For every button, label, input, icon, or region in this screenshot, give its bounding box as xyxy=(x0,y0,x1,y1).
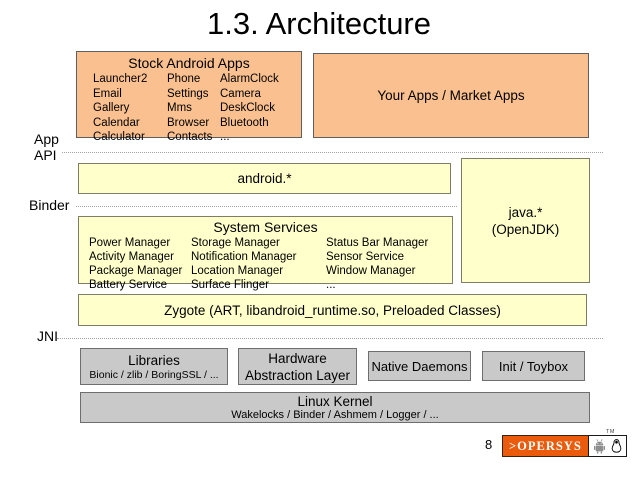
service-item: Power Manager xyxy=(89,237,171,249)
label-app-api: App API xyxy=(34,131,59,163)
separator-app-api xyxy=(62,152,603,153)
service-item: Package Manager xyxy=(89,265,183,277)
service-item: ... xyxy=(326,279,336,291)
init-toybox-box: Init / Toybox xyxy=(482,351,585,381)
system-services-column-1: Power Manager Activity Manager Package M… xyxy=(89,236,191,292)
service-item: Status Bar Manager xyxy=(326,237,429,249)
libraries-box: Libraries Bionic / zlib / BoringSSL / ..… xyxy=(80,348,228,385)
init-toybox-title: Init / Toybox xyxy=(498,358,569,374)
app-item: Mms xyxy=(167,102,192,115)
app-item: Browser xyxy=(167,116,210,129)
your-apps-title: Your Apps / Market Apps xyxy=(377,88,525,103)
app-item: Contacts xyxy=(167,131,213,144)
tux-penguin-icon xyxy=(611,439,622,453)
android-api-title: android.* xyxy=(237,171,292,186)
app-item: Bluetooth xyxy=(220,116,269,129)
linux-kernel-box: Linux Kernel Wakelocks / Binder / Ashmem… xyxy=(80,392,590,423)
app-item: Camera xyxy=(220,87,261,100)
android-robot-icon xyxy=(593,439,605,454)
linux-kernel-subtitle: Wakelocks / Binder / Ashmem / Logger / .… xyxy=(231,408,439,421)
libraries-title: Libraries xyxy=(128,352,180,368)
app-item: AlarmClock xyxy=(220,73,279,85)
android-api-box: android.* xyxy=(78,163,451,194)
app-item: Gallery xyxy=(93,102,130,115)
app-item: Phone xyxy=(167,73,201,85)
system-services-column-3: Status Bar Manager Sensor Service Window… xyxy=(326,236,446,292)
app-item: Calendar xyxy=(93,116,140,129)
trademark-symbol: TM xyxy=(606,429,615,435)
system-services-column-2: Storage Manager Notification Manager Loc… xyxy=(191,236,326,292)
java-api-box: java.* (OpenJDK) xyxy=(461,158,590,283)
app-item: Settings xyxy=(167,87,209,100)
service-item: Activity Manager xyxy=(89,251,175,263)
system-services-columns: Power Manager Activity Manager Package M… xyxy=(79,235,452,292)
service-item: Notification Manager xyxy=(191,251,297,263)
page-number: 8 xyxy=(485,437,493,452)
app-item: DeskClock xyxy=(220,102,275,115)
linux-kernel-title: Linux Kernel xyxy=(297,393,373,409)
app-item: Launcher2 xyxy=(93,73,148,85)
label-jni: JNI xyxy=(37,328,58,344)
hal-box: Hardware Abstraction Layer xyxy=(238,348,357,385)
stock-apps-column-2: Phone Settings Mms Browser Contacts xyxy=(167,72,220,145)
app-item: ... xyxy=(220,131,230,144)
stock-apps-column-3: AlarmClock Camera DeskClock Bluetooth ..… xyxy=(220,72,300,145)
app-item: Calculator xyxy=(93,131,145,144)
opersys-logo-text: >OPERSYS xyxy=(509,438,582,453)
slide-title: 1.3. Architecture xyxy=(206,6,431,41)
native-daemons-title: Native Daemons xyxy=(371,358,468,374)
hal-line2: Abstraction Layer xyxy=(244,367,351,383)
service-item: Battery Service xyxy=(89,279,167,291)
java-api-line2: (OpenJDK) xyxy=(491,221,560,237)
stock-apps-column-1: Launcher2 Email Gallery Calendar Calcula… xyxy=(93,72,167,145)
zygote-title: Zygote (ART, libandroid_runtime.so, Prel… xyxy=(164,302,501,318)
service-item: Storage Manager xyxy=(191,237,280,249)
stock-apps-title: Stock Android Apps xyxy=(128,55,250,71)
native-daemons-box: Native Daemons xyxy=(368,351,471,381)
app-item: Email xyxy=(93,87,122,100)
libraries-subtitle: Bionic / zlib / BoringSSL / ... xyxy=(89,368,219,381)
your-apps-box: Your Apps / Market Apps xyxy=(313,53,589,138)
system-services-box: System Services Power Manager Activity M… xyxy=(78,216,453,291)
opersys-logo: >OPERSYS xyxy=(502,429,627,457)
separator-jni xyxy=(57,338,603,339)
stock-apps-box: Stock Android Apps Launcher2 Email Galle… xyxy=(76,51,302,143)
service-item: Sensor Service xyxy=(326,251,404,263)
java-api-line1: java.* xyxy=(508,204,543,220)
system-services-title: System Services xyxy=(213,219,318,235)
stock-apps-columns: Launcher2 Email Gallery Calendar Calcula… xyxy=(77,71,301,145)
zygote-box: Zygote (ART, libandroid_runtime.so, Prel… xyxy=(78,294,587,326)
service-item: Surface Flinger xyxy=(191,279,269,291)
service-item: Location Manager xyxy=(191,265,284,277)
separator-binder xyxy=(76,206,457,207)
hal-line1: Hardware xyxy=(268,350,327,366)
service-item: Window Manager xyxy=(326,265,416,277)
label-binder: Binder xyxy=(29,197,70,213)
